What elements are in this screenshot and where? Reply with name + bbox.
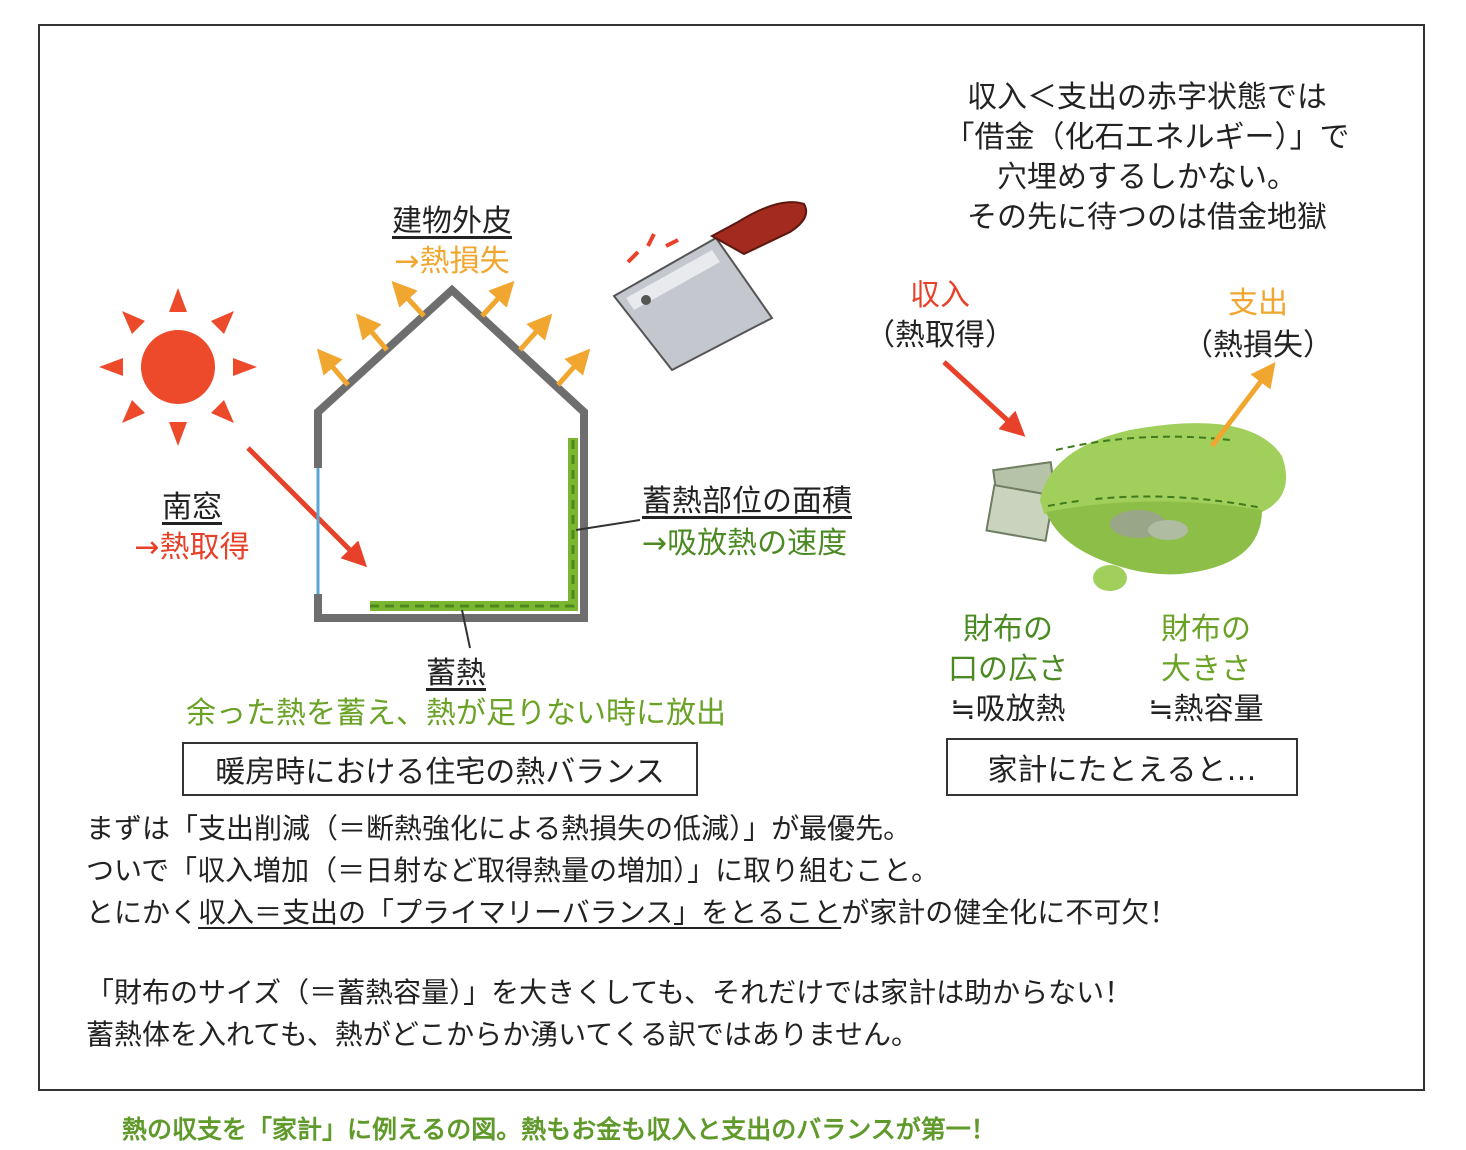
body-line-3: とにかく収入＝支出の「プライマリーバランス」をとることが家計の健全化に不可欠！ [86, 892, 1177, 934]
expense-arrow [1210, 362, 1276, 448]
wallet-icon [985, 423, 1287, 591]
house-envelope [314, 284, 588, 622]
envelope-sub-label: →熱損失 [394, 244, 510, 279]
income-sub-label: （熱取得） [865, 318, 1015, 353]
storage-area-leader [575, 519, 641, 531]
window-label: 南窓 [162, 490, 222, 525]
storage-label: 蓄熱 [426, 656, 486, 691]
deficit-note-line-4: その先に待つのは借金地獄 [967, 200, 1327, 235]
expense-sub-label: （熱損失） [1183, 328, 1333, 363]
wallet-mouth-equivalent: ≒吸放熱 [950, 692, 1066, 727]
window-sub-label: →熱取得 [134, 530, 250, 565]
primary-balance-phrase: 収入＝支出の「プライマリーバランス」をとること [198, 896, 842, 929]
wallet-size-label-2: 大きさ [1161, 652, 1251, 687]
sun-icon [99, 288, 257, 446]
figure-caption: 熱の収支を「家計」に例えるの図。熱もお金も収入と支出のバランスが第一！ [122, 1115, 996, 1144]
wallet-mouth-label-1: 財布の [963, 612, 1053, 647]
body-line-5: 蓄熱体を入れても、熱がどこからか湧いてくる訳ではありません。 [86, 1018, 920, 1051]
storage-sub-label: 余った熱を蓄え、熱が足りない時に放出 [186, 696, 726, 731]
solar-gain-arrow [246, 446, 368, 568]
body-line-1: まずは「支出削減（＝断熱強化による熱損失の低減）」が最優先。 [86, 812, 912, 845]
storage-leader [461, 609, 471, 649]
cleaver-icon [612, 201, 808, 372]
body-line-3-pre: とにかく [86, 896, 199, 929]
income-arrow [942, 360, 1026, 437]
thermal-mass [370, 438, 578, 611]
income-label: 収入 [910, 278, 970, 313]
storage-area-label: 蓄熱部位の面積 [642, 484, 852, 519]
body-line-4: 「財布のサイズ（＝蓄熱容量）」を大きくしても、それだけでは家計は助からない！ [86, 976, 1133, 1009]
wallet-mouth-label-2: 口の広さ [948, 652, 1068, 687]
deficit-note-line-1: 収入＜支出の赤字状態では [967, 80, 1327, 115]
house-caption-box: 暖房時における住宅の熱バランス [182, 742, 698, 796]
wallet-caption-box: 家計にたとえると… [946, 738, 1298, 796]
heat-loss-arrows [316, 280, 591, 387]
deficit-note-line-3: 穴埋めするしかない。 [997, 160, 1297, 195]
deficit-note-line-2: 「借金（化石エネルギー）」で [944, 120, 1350, 155]
storage-area-sub-label: →吸放熱の速度 [642, 526, 848, 561]
body-line-3-post: が家計の健全化に不可欠！ [841, 896, 1178, 929]
wallet-size-label-1: 財布の [1161, 612, 1251, 647]
diagram-frame [38, 24, 1425, 1091]
expense-label: 支出 [1228, 286, 1288, 321]
envelope-label: 建物外皮 [392, 204, 512, 239]
body-line-2: ついで「収入増加（＝日射など取得熱量の増加）」に取り組むこと。 [86, 854, 940, 887]
wallet-size-equivalent: ≒熱容量 [1148, 692, 1264, 727]
